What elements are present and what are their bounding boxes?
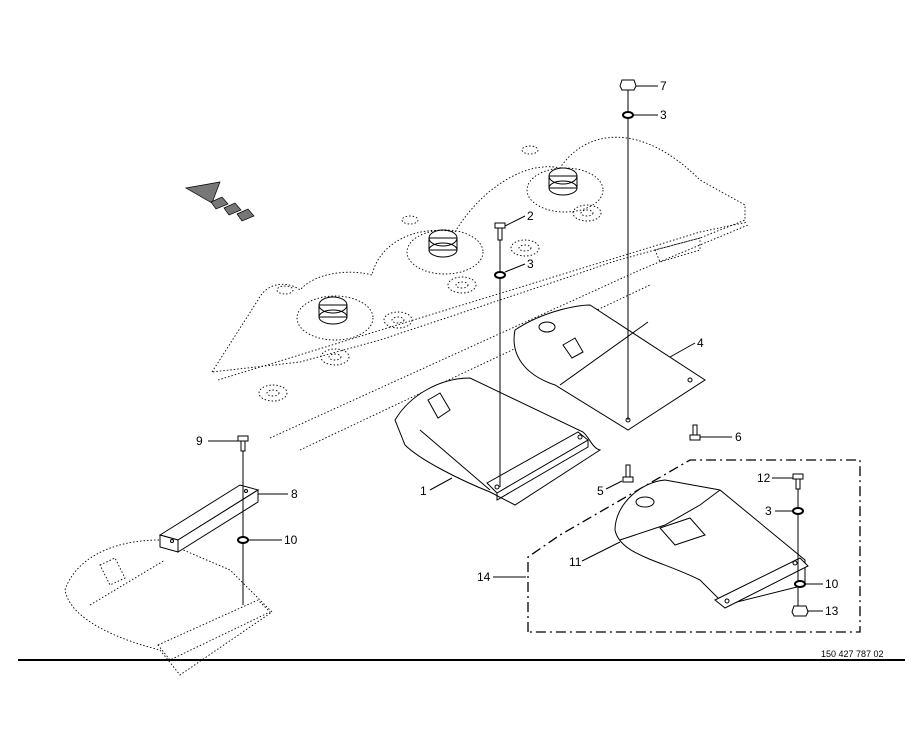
callout-labels: 7 3 2 3 4 6 9 8 1 5 10 12 3 11 14 10 13	[196, 79, 839, 618]
washer-3c	[792, 507, 804, 515]
bolt-9	[237, 435, 249, 452]
spacer-bar-8	[158, 484, 260, 553]
disc-2	[406, 229, 484, 275]
callout-11: 11	[569, 555, 582, 569]
cutter-bar-assembly	[211, 136, 749, 451]
callout-12: 12	[757, 471, 771, 485]
direction-arrow-icon	[184, 181, 255, 222]
bolt-6	[689, 424, 701, 441]
callout-3: 3	[660, 108, 667, 122]
disc-3	[526, 167, 604, 213]
document-number: 150 427 787 02	[821, 649, 884, 659]
callout-6: 6	[735, 430, 742, 444]
callout-5: 5	[597, 484, 604, 498]
callout-7: 7	[660, 79, 667, 93]
washer-3a	[622, 111, 634, 119]
skid-plate-ghost	[64, 539, 273, 676]
skid-plate-4	[513, 304, 706, 431]
bolt-12	[792, 473, 804, 490]
callout-13: 13	[825, 604, 839, 618]
leader-lines	[208, 85, 823, 612]
skid-plate-11	[614, 479, 809, 609]
skid-plate-1	[394, 377, 602, 506]
callout-1: 1	[420, 484, 427, 498]
washer-10a	[237, 536, 249, 544]
bolt-5	[622, 464, 634, 483]
callout-3: 3	[527, 257, 534, 271]
assembly-14-boundary	[527, 459, 861, 633]
bolt-2	[494, 222, 506, 241]
nut-13	[791, 605, 809, 617]
callout-3: 3	[765, 504, 772, 518]
nut-7	[619, 79, 637, 91]
callout-2: 2	[527, 209, 534, 223]
washer-3b	[494, 271, 506, 279]
washer-10b	[794, 580, 806, 588]
callout-14: 14	[477, 570, 491, 584]
disc-1	[296, 295, 374, 341]
callout-4: 4	[697, 336, 704, 350]
callout-10: 10	[825, 577, 839, 591]
callout-9: 9	[196, 434, 203, 448]
callout-10: 10	[284, 533, 298, 547]
callout-8: 8	[291, 487, 298, 501]
